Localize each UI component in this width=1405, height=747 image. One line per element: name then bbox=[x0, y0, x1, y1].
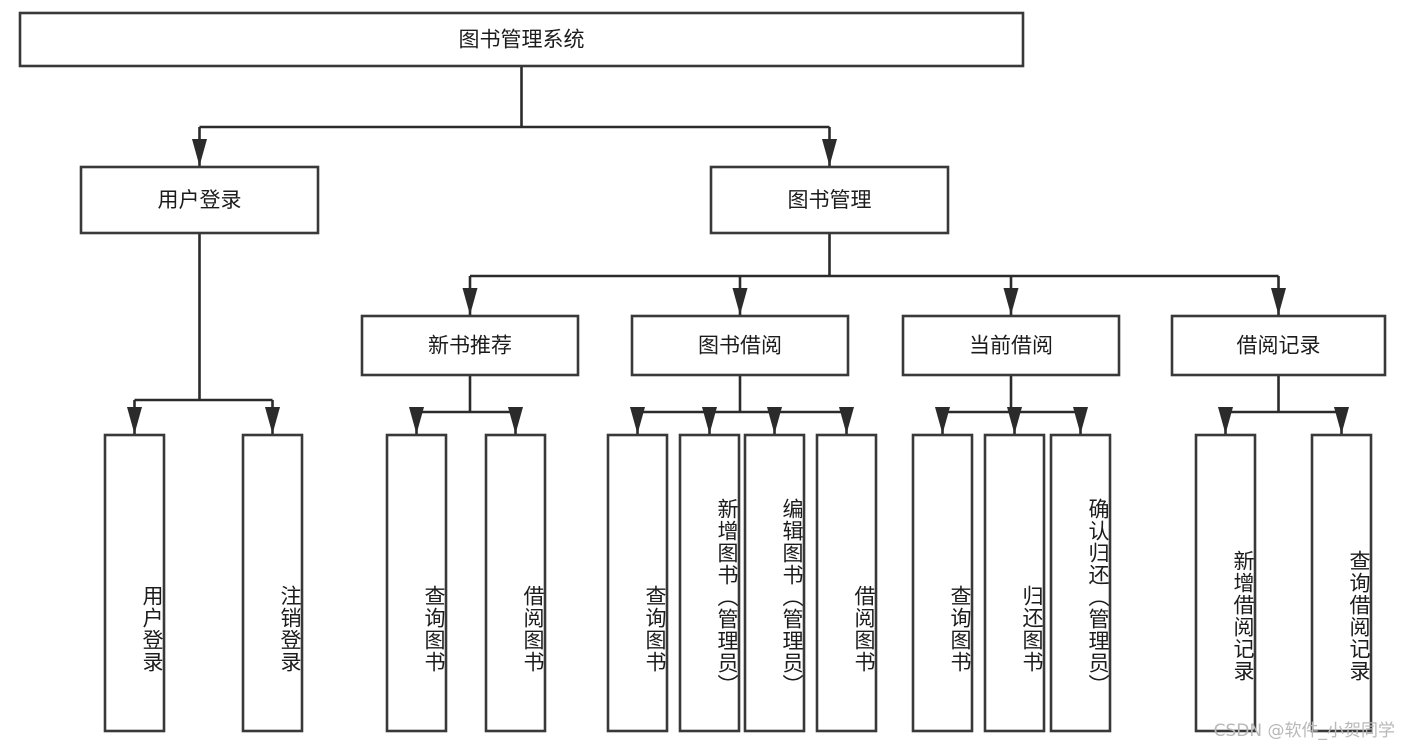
arrow-head-icon-user-login bbox=[192, 139, 207, 166]
node-label-root: 图书管理系统 bbox=[459, 28, 585, 52]
node-current-borrow[interactable] bbox=[901, 314, 1121, 377]
node-leaf-user-login[interactable] bbox=[103, 433, 166, 733]
node-book-manage[interactable] bbox=[709, 165, 950, 235]
arrow-head-icon-current-borrow bbox=[1003, 288, 1019, 315]
csdn-watermark: CSDN @软件_小贺同学 bbox=[1213, 721, 1395, 741]
node-leaf-return-book[interactable] bbox=[983, 433, 1046, 733]
arrow-head-icon-book-borrow bbox=[732, 288, 748, 315]
arrow-head-icon-leaf-add-record bbox=[1218, 407, 1233, 434]
arrow-head-icon-book-manage bbox=[822, 139, 837, 166]
arrow-head-icon-leaf-query-book-borrow bbox=[630, 407, 645, 434]
node-leaf-add-record[interactable] bbox=[1194, 433, 1257, 733]
arrow-head-icon-borrow-record bbox=[1271, 288, 1286, 315]
arrow-head-icon-new-book-rec bbox=[462, 288, 478, 315]
node-leaf-borrow-book[interactable] bbox=[815, 433, 878, 733]
arrow-head-icon-leaf-query-book-cur bbox=[935, 407, 950, 434]
node-leaf-logout[interactable] bbox=[241, 433, 304, 733]
node-new-book-rec[interactable] bbox=[360, 314, 580, 377]
arrow-head-icon-leaf-confirm-return bbox=[1073, 407, 1088, 434]
node-book-borrow[interactable] bbox=[630, 314, 850, 377]
connector-layer bbox=[127, 66, 1349, 434]
node-leaf-confirm-return[interactable] bbox=[1049, 433, 1112, 733]
arrow-head-icon-leaf-query-record bbox=[1334, 407, 1349, 434]
node-root[interactable] bbox=[18, 11, 1025, 68]
node-leaf-query-book-borrow[interactable] bbox=[606, 433, 669, 733]
arrow-head-icon-leaf-borrow-book bbox=[839, 407, 854, 434]
node-leaf-borrow-book-rec[interactable] bbox=[484, 433, 547, 733]
arrow-head-icon-leaf-return-book bbox=[1007, 407, 1022, 434]
arrow-head-icon-leaf-borrow-book-rec bbox=[508, 407, 523, 434]
node-borrow-record[interactable] bbox=[1170, 314, 1387, 377]
node-leaf-query-record[interactable] bbox=[1310, 433, 1373, 733]
node-leaf-add-book[interactable] bbox=[678, 433, 741, 733]
node-user-login[interactable] bbox=[79, 165, 320, 235]
node-label-current-borrow: 当前借阅 bbox=[969, 334, 1053, 358]
node-label-borrow-record: 借阅记录 bbox=[1237, 334, 1321, 358]
node-box-layer bbox=[18, 11, 1387, 733]
arrow-head-icon-leaf-logout bbox=[265, 407, 280, 434]
arrow-head-icon-leaf-query-book-rec bbox=[409, 407, 424, 434]
arrow-head-icon-leaf-add-book bbox=[702, 407, 717, 434]
node-label-book-borrow: 图书借阅 bbox=[698, 334, 782, 358]
node-label-new-book-rec: 新书推荐 bbox=[428, 334, 512, 358]
node-label-user-login: 用户登录 bbox=[158, 188, 242, 212]
node-leaf-query-book-cur[interactable] bbox=[911, 433, 974, 733]
arrow-head-icon-leaf-edit-book bbox=[767, 407, 782, 434]
arrow-head-icon-leaf-user-login bbox=[127, 407, 142, 434]
node-leaf-query-book-rec[interactable] bbox=[385, 433, 448, 733]
node-leaf-edit-book[interactable] bbox=[743, 433, 806, 733]
node-label-book-manage: 图书管理 bbox=[788, 188, 872, 212]
